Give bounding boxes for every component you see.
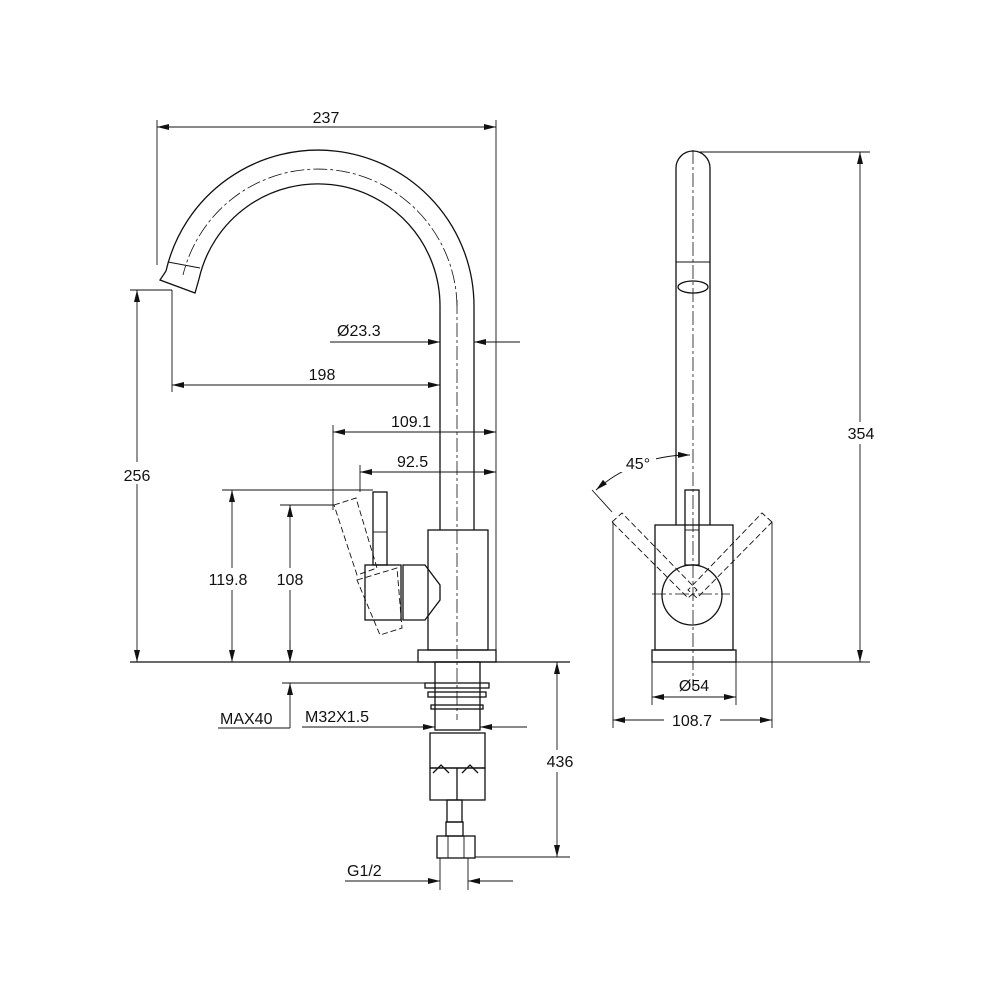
dim-spout-height: 256	[124, 468, 151, 485]
dim-lever-height: 108	[277, 572, 304, 589]
front-spout	[675, 150, 711, 690]
dim-spout-reach: 198	[309, 367, 336, 384]
front-view: 354 45° Ø54 108.7	[591, 150, 882, 730]
faucet-body	[130, 529, 570, 663]
dimension-max-thickness: MAX40	[218, 640, 425, 729]
dimension-lever-height: 108	[272, 504, 334, 662]
mounting-shank	[424, 661, 490, 859]
dim-lever-angle: 45°	[626, 456, 650, 473]
dimension-handle-reach: 109.1	[332, 414, 496, 510]
dim-overall-height: 354	[848, 426, 875, 443]
dim-thread: M32X1.5	[305, 709, 369, 726]
lever-handle	[333, 491, 441, 636]
dim-overall-width: 237	[313, 110, 340, 127]
dimension-handle-height: 119.8	[202, 489, 373, 662]
dimension-base-diameter: Ø54	[651, 662, 737, 705]
dimension-lever-span: 108.7	[612, 522, 773, 730]
dimension-lever-reach: 92.5	[359, 454, 496, 492]
dim-max-thickness: MAX40	[220, 711, 273, 728]
dimension-pipe-diameter: Ø23.3	[330, 323, 520, 345]
dim-pipe-diameter: Ø23.3	[337, 323, 381, 340]
dimension-connection: G1/2	[345, 858, 513, 890]
dimension-overall-height: 354	[700, 151, 882, 663]
dim-handle-height: 119.8	[209, 572, 248, 589]
dimension-spout-height: 256	[112, 289, 172, 662]
dimension-thread: M32X1.5	[302, 709, 527, 730]
dim-connection: G1/2	[347, 863, 382, 880]
dimension-spout-reach: 198	[171, 290, 440, 392]
dim-base-diameter: Ø54	[679, 678, 709, 695]
dimension-overall-width: 237	[156, 110, 497, 662]
dim-handle-reach: 109.1	[391, 414, 431, 431]
front-body	[611, 489, 773, 663]
spout	[159, 149, 475, 720]
dim-lever-reach: 92.5	[397, 454, 428, 471]
side-view: 237 Ø23.3 198 109.1 92.5 256	[112, 110, 580, 890]
dimension-lever-angle: 45°	[591, 451, 691, 513]
dim-hose-length: 436	[547, 754, 574, 771]
dimension-hose-length: 436	[475, 662, 580, 858]
dim-lever-span: 108.7	[672, 713, 712, 730]
